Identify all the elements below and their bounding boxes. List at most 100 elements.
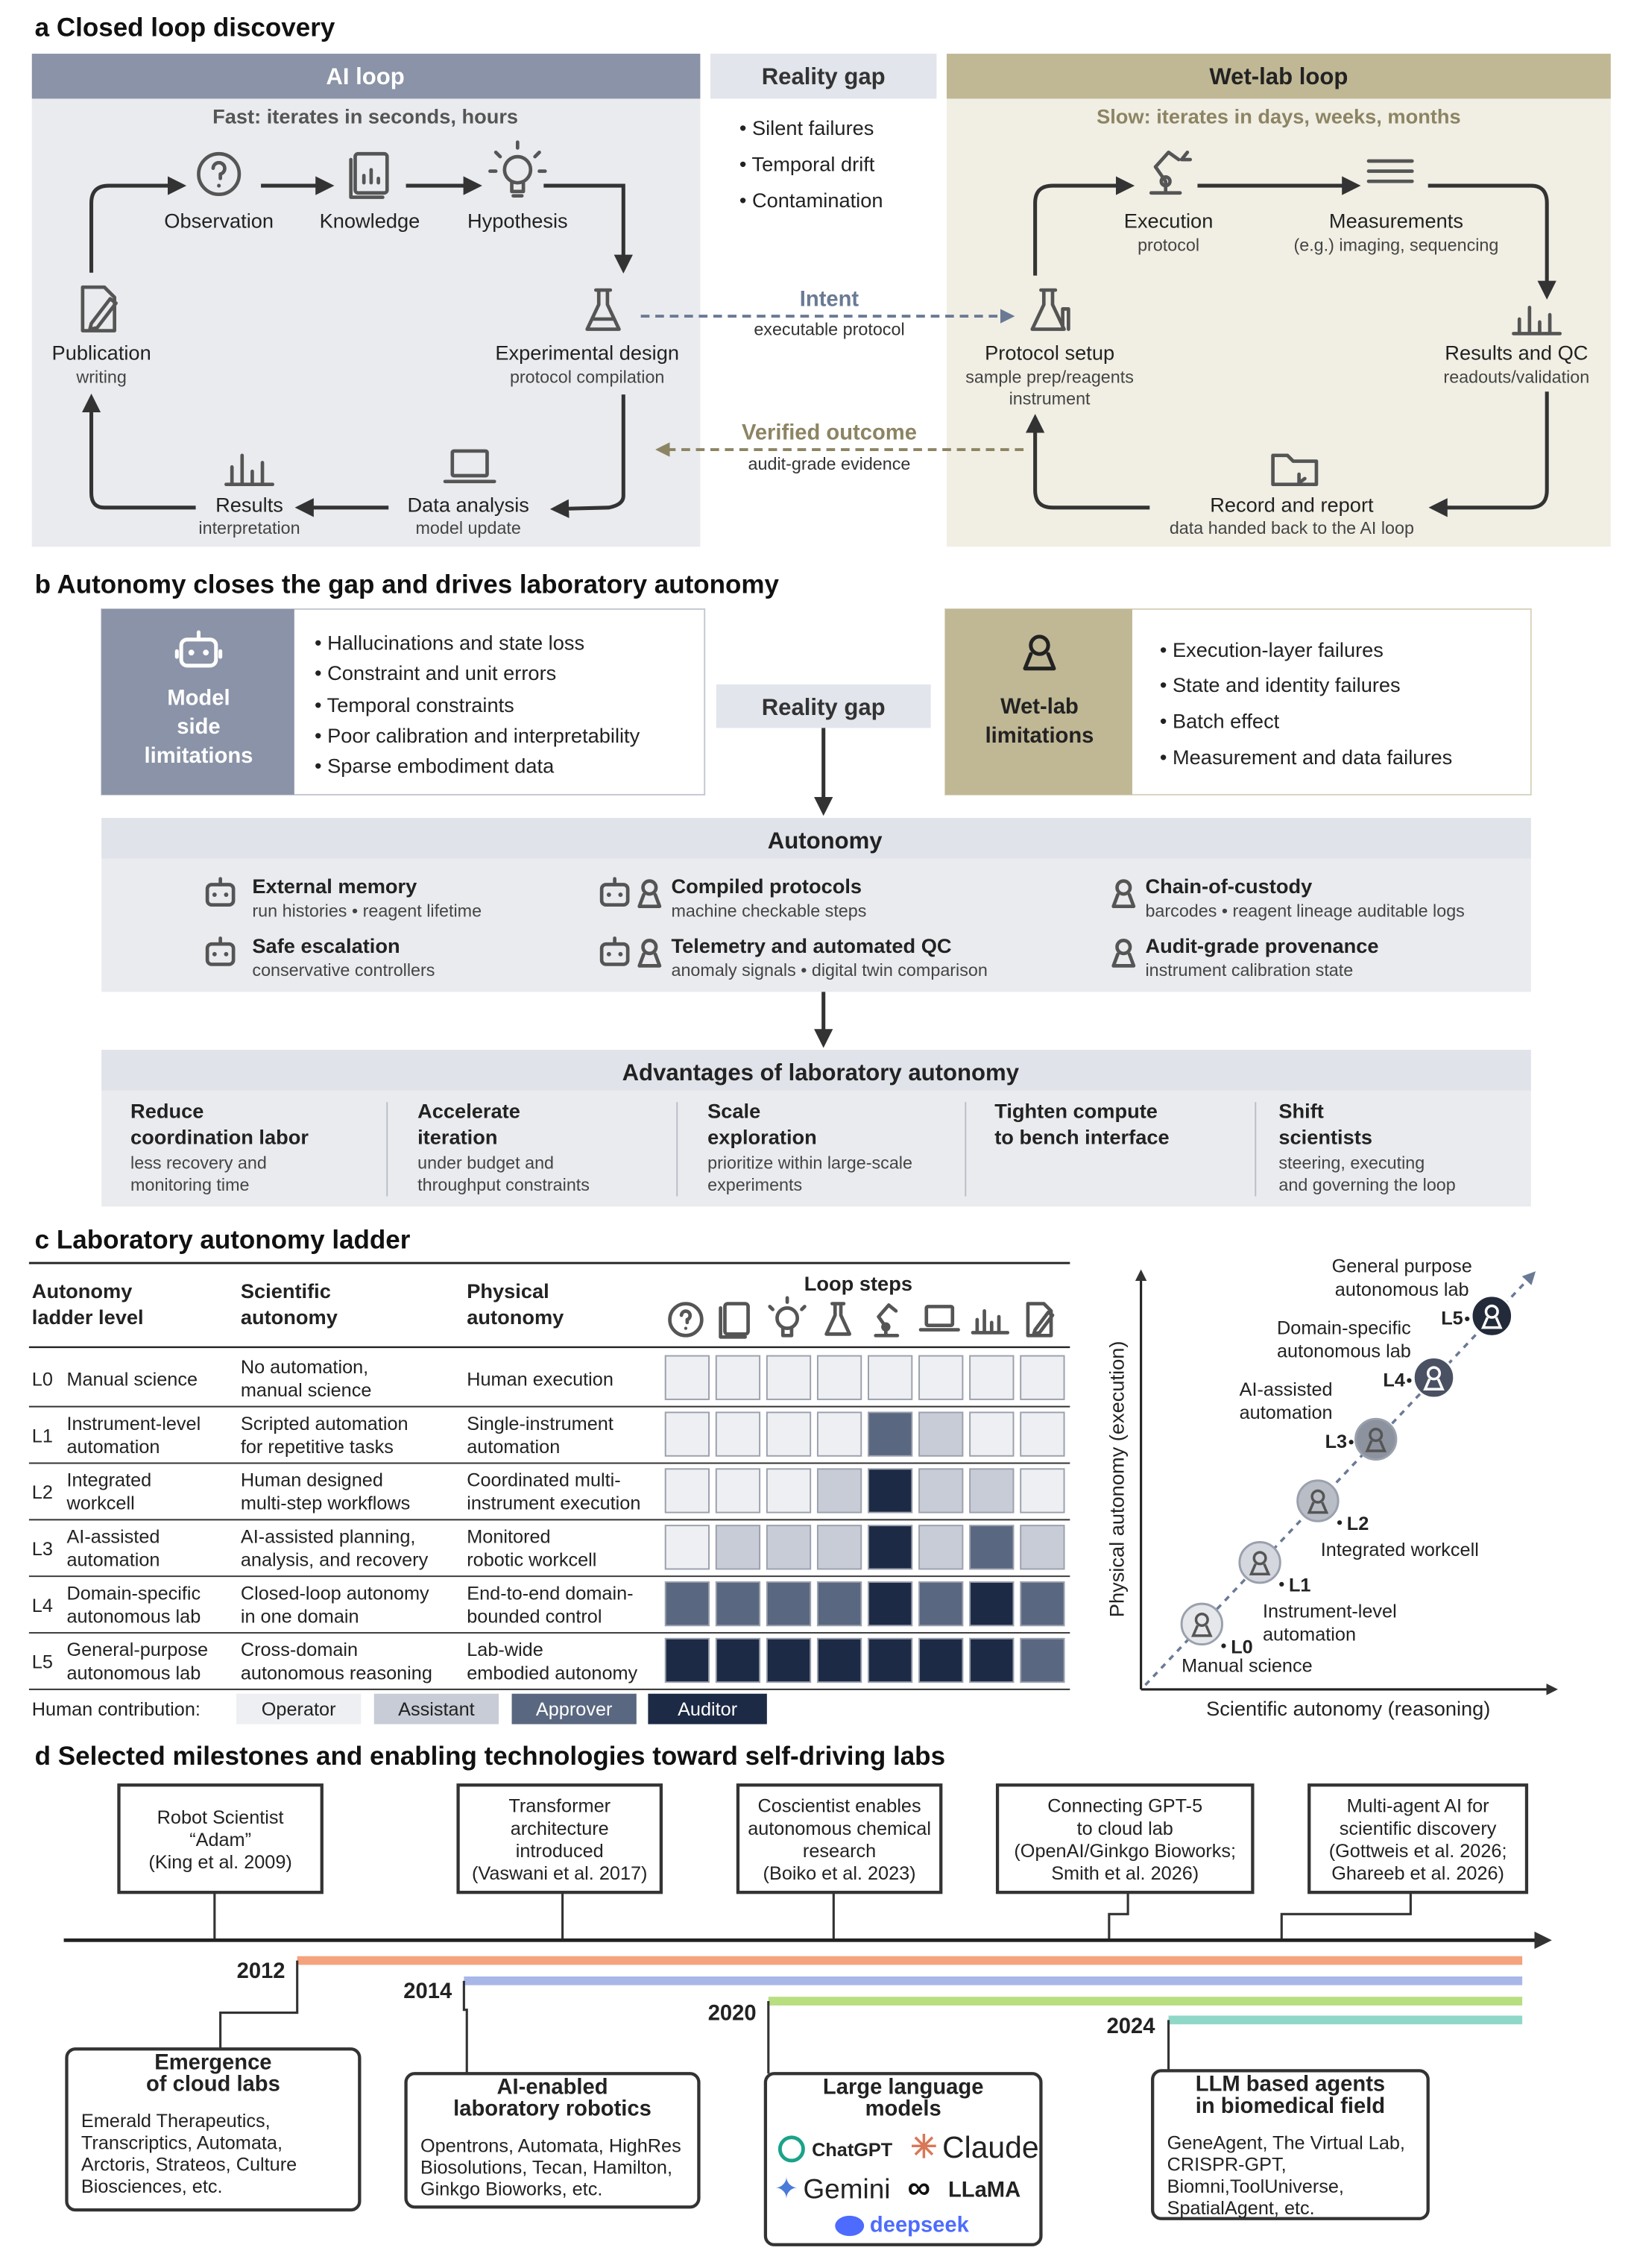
loop-step-cell — [816, 1525, 862, 1570]
tech-box-title: LLM based agents — [1196, 2073, 1385, 2097]
flask-icon — [585, 288, 621, 331]
results-chart-icon — [1512, 306, 1562, 336]
ai-loop-panel — [31, 54, 701, 547]
loop-step-cell — [664, 1581, 710, 1627]
autonomy-header — [101, 818, 1531, 859]
ladder-scientific: AI-assisted planning, — [241, 1526, 416, 1547]
loop-step-cell — [766, 1637, 812, 1683]
loop-step-cell — [868, 1525, 913, 1570]
level-point-label: Manual science — [1182, 1656, 1313, 1677]
ladder-level-name: Integrated — [66, 1470, 151, 1491]
panel-b-header: b Autonomy closes the gap and drives lab… — [35, 570, 780, 599]
protocol-setup-sub: sample prep/reagents — [965, 368, 1134, 387]
llama-logo-text: LLaMA — [948, 2179, 1020, 2202]
gemini-logo: ✦Gemini — [775, 2173, 891, 2205]
tech-bar-year: 2020 — [708, 2001, 757, 2025]
measurement-lines-icon — [1366, 159, 1414, 183]
tech-box-title: of cloud labs — [146, 2073, 280, 2097]
advantage-accelerate-iteration: Accelerate iteration under budget and th… — [417, 1100, 590, 1194]
measurements-label: Measurements — [1329, 209, 1463, 232]
loop-step-cell — [918, 1581, 964, 1627]
bulb-icon — [768, 1296, 807, 1338]
autonomy-plot: Physical autonomy (execution) Scientific… — [1105, 1256, 1558, 1720]
reality-gap-item: • Silent failures — [739, 116, 874, 139]
loop-step-cell — [816, 1637, 862, 1683]
intent-label: Intent — [800, 287, 859, 311]
model-side-item: • Temporal constraints — [315, 693, 514, 716]
milestone-line: Connecting GPT-5 — [1047, 1796, 1202, 1817]
reality-gap-title: Reality gap — [762, 63, 886, 89]
milestone-line: scientific discovery — [1340, 1818, 1497, 1839]
ladder-level-name: AI-assisted — [66, 1526, 160, 1547]
level-point-label: automation — [1263, 1625, 1356, 1645]
publication-sub: writing — [75, 368, 126, 387]
advantage-title-line: Tighten compute — [994, 1100, 1158, 1123]
person-icon — [1190, 1613, 1213, 1637]
data-analysis-label: Data analysis — [407, 494, 529, 517]
results-sub: interpretation — [198, 518, 300, 538]
advantage-title-line: coordination labor — [130, 1126, 309, 1149]
gemini-logo-text: Gemini — [803, 2174, 890, 2205]
tech-bar-year: 2012 — [237, 1959, 285, 1983]
milestone-box: Connecting GPT-5to cloud lab(OpenAI/Gink… — [995, 1783, 1255, 1941]
ladder-level-name: Manual science — [66, 1369, 198, 1390]
milestone-line: “Adam” — [189, 1830, 251, 1850]
execution-sub: protocol — [1138, 236, 1199, 255]
measurements-sub: (e.g.) imaging, sequencing — [1293, 236, 1498, 255]
legend-item: Auditor — [678, 1699, 737, 1720]
advantage-title-line: Accelerate — [417, 1100, 520, 1123]
tech-box-title: models — [865, 2097, 941, 2121]
loop-step-cell — [664, 1468, 710, 1513]
reality-gap-title-b: Reality gap — [762, 694, 886, 720]
autonomy-item-title: Chain-of-custody — [1145, 875, 1312, 898]
legend-swatch-auditor — [648, 1693, 767, 1724]
legend-swatch-approver — [511, 1693, 637, 1724]
ladder-level-name: automation — [66, 1550, 160, 1571]
reality-gap-item: • Temporal drift — [739, 153, 875, 176]
ladder-level-name: General-purpose — [66, 1639, 208, 1660]
loop-step-cell — [816, 1411, 862, 1457]
panel-b: b Autonomy closes the gap and drives lab… — [35, 570, 1532, 1207]
level-point-circle — [1470, 1294, 1513, 1338]
loop-step-cell — [969, 1581, 1015, 1627]
autonomy-item-title: External memory — [252, 875, 417, 898]
level-point-label: automation — [1240, 1402, 1333, 1423]
advantage-title-line: Reduce — [130, 1100, 204, 1123]
autonomy-item-title: Audit-grade provenance — [1145, 934, 1378, 957]
milestone-line: Multi-agent AI for — [1347, 1796, 1489, 1817]
loop-step-cell — [1020, 1468, 1065, 1513]
tech-box-body: Emerald Therapeutics, — [81, 2111, 271, 2132]
person-icon — [1365, 1428, 1387, 1452]
milestone-line: Coscientist enables — [758, 1796, 921, 1817]
col-header-level: Autonomy — [32, 1279, 133, 1302]
tech-box-title: AI-enabled — [496, 2076, 608, 2100]
ladder-scientific: analysis, and recovery — [241, 1550, 429, 1571]
level-point-circle — [1296, 1479, 1340, 1522]
loop-step-cell — [918, 1468, 964, 1513]
advantage-scale-exploration: Scale exploration prioritize within larg… — [707, 1100, 912, 1194]
model-side-title-line: side — [177, 715, 220, 739]
loop-step-cell — [816, 1581, 862, 1627]
loop-step-cell — [715, 1581, 761, 1627]
ladder-scientific: Closed-loop autonomy — [241, 1583, 429, 1604]
record-folder-icon — [1271, 453, 1319, 487]
person-icon — [1307, 1489, 1329, 1514]
autonomy-title: Autonomy — [768, 828, 883, 854]
person-icon — [637, 879, 662, 908]
autonomy-item-title: Safe escalation — [252, 934, 400, 957]
verified-outcome-label: Verified outcome — [742, 420, 917, 444]
autonomy-item-audit-grade: Audit-grade provenance instrument calibr… — [1111, 934, 1379, 980]
panel-a-header: a Closed loop discovery — [35, 13, 335, 42]
reality-gap-header — [710, 54, 937, 99]
bar-chart-icon — [224, 453, 274, 487]
robot-arm-icon — [874, 1303, 900, 1338]
verified-outcome-sub: audit-grade evidence — [748, 454, 911, 473]
ladder-physical: instrument execution — [467, 1493, 640, 1514]
